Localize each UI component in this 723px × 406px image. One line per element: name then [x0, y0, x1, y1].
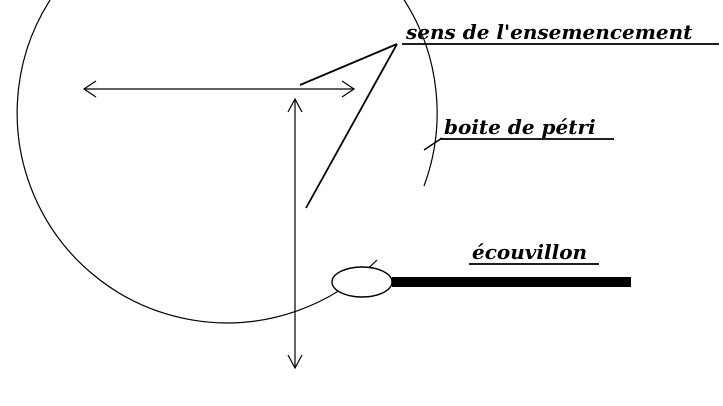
dish-label: boite de pétri — [444, 115, 596, 139]
vertical-seeding-arrow — [287, 97, 303, 370]
swab-handle — [392, 277, 631, 287]
swab-tip — [331, 266, 393, 298]
leader-line-dish — [423, 137, 443, 151]
direction-label: sens de l'ensemencement — [405, 20, 693, 44]
leader-line-horizontal — [299, 43, 398, 86]
swab-label: écouvillon — [472, 240, 587, 264]
leader-line-vertical — [305, 43, 398, 209]
swab — [331, 266, 631, 298]
petri-dish-outline — [16, 0, 438, 324]
horizontal-seeding-arrow — [82, 80, 356, 98]
